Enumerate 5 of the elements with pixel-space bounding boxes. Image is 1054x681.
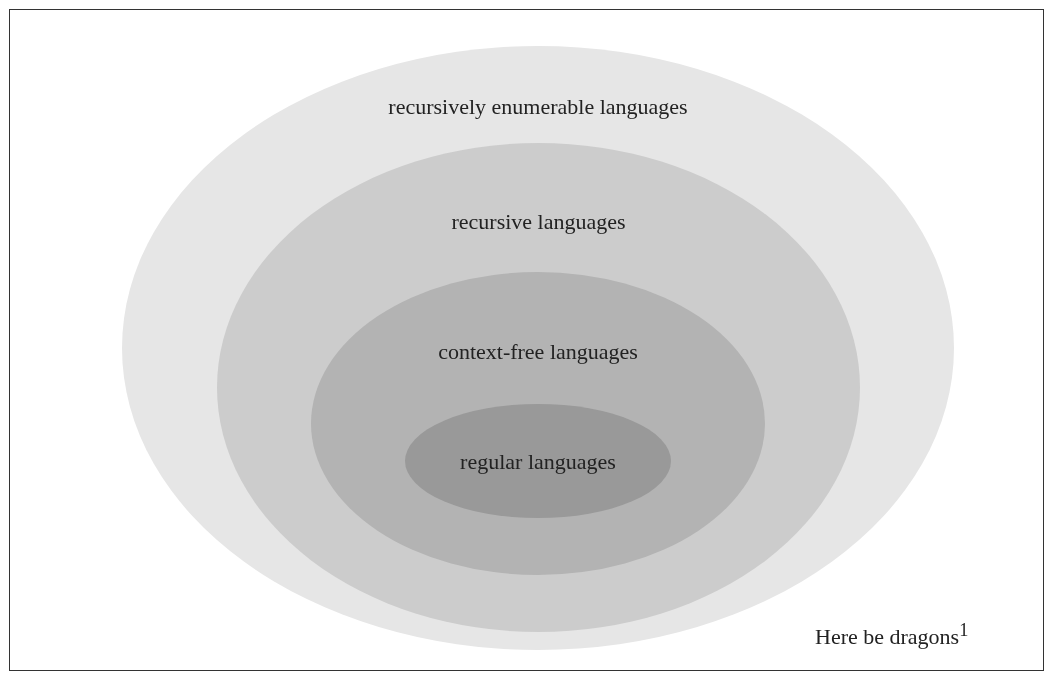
set-label: recursive languages: [450, 209, 627, 235]
set-label: recursively enumerable languages: [387, 94, 689, 120]
set-label: regular languages: [459, 449, 617, 475]
note-text: Here be dragons$^{1}$: [815, 620, 969, 651]
set-label: context-free languages: [437, 339, 639, 365]
